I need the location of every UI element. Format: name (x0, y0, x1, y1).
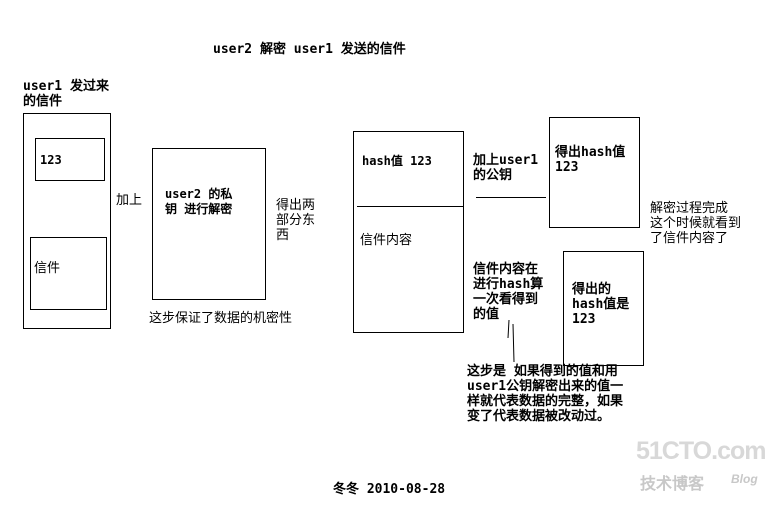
two-parts-label: 得出两 部分东 西 (276, 198, 316, 243)
confidentiality-note: 这步保证了数据的机密性 (149, 311, 293, 326)
public-key-connector (476, 197, 546, 198)
derived-hash-box: 得出hash值 123 (549, 117, 640, 228)
decrypt-done-note: 解密过程完成 这个时候就看到 了信件内容了 (650, 201, 742, 246)
diagram-title: user2 解密 user1 发送的信件 (213, 42, 406, 57)
received-letter-box: 123 信件 (23, 113, 111, 329)
hash-value-text: hash值 123 (362, 154, 432, 168)
letter-content-box: 信件 (30, 237, 107, 310)
private-key-text: user2 的私 钥 进行解密 (165, 187, 233, 216)
computed-hash-text: 得出的 hash值是 123 (572, 282, 630, 327)
derived-hash-text: 得出hash值 123 (555, 145, 626, 175)
sender-label: user1 发过来 的信件 (23, 79, 109, 109)
watermark-site: 51CTO.com (636, 437, 766, 465)
letter-body-text: 信件内容 (360, 233, 413, 248)
integrity-note: 这步是 如果得到的值和用 user1公钥解密出来的值一 样就代表数据的完整，如果… (467, 364, 624, 424)
encrypted-hash-value: 123 (40, 153, 62, 167)
watermark-sub: 技术博客 (640, 476, 705, 493)
add-public-key-label: 加上user1 的公钥 (473, 153, 539, 183)
add-label: 加上 (116, 193, 143, 208)
watermark-blog: Blog (731, 472, 758, 486)
encrypted-hash-box: 123 (35, 138, 105, 181)
parts-divider (357, 206, 463, 207)
computed-hash-box: 得出的 hash值是 123 (563, 251, 644, 366)
decrypted-parts-box: hash值 123 信件内容 (353, 131, 464, 333)
pointer-mark (507, 319, 515, 363)
letter-content-label: 信件 (34, 261, 61, 276)
author-signature: 冬冬 2010-08-28 (333, 482, 446, 497)
private-key-box: user2 的私 钥 进行解密 (152, 148, 266, 300)
rehash-label: 信件内容在 进行hash算 一次看得到 的值 (473, 262, 544, 322)
